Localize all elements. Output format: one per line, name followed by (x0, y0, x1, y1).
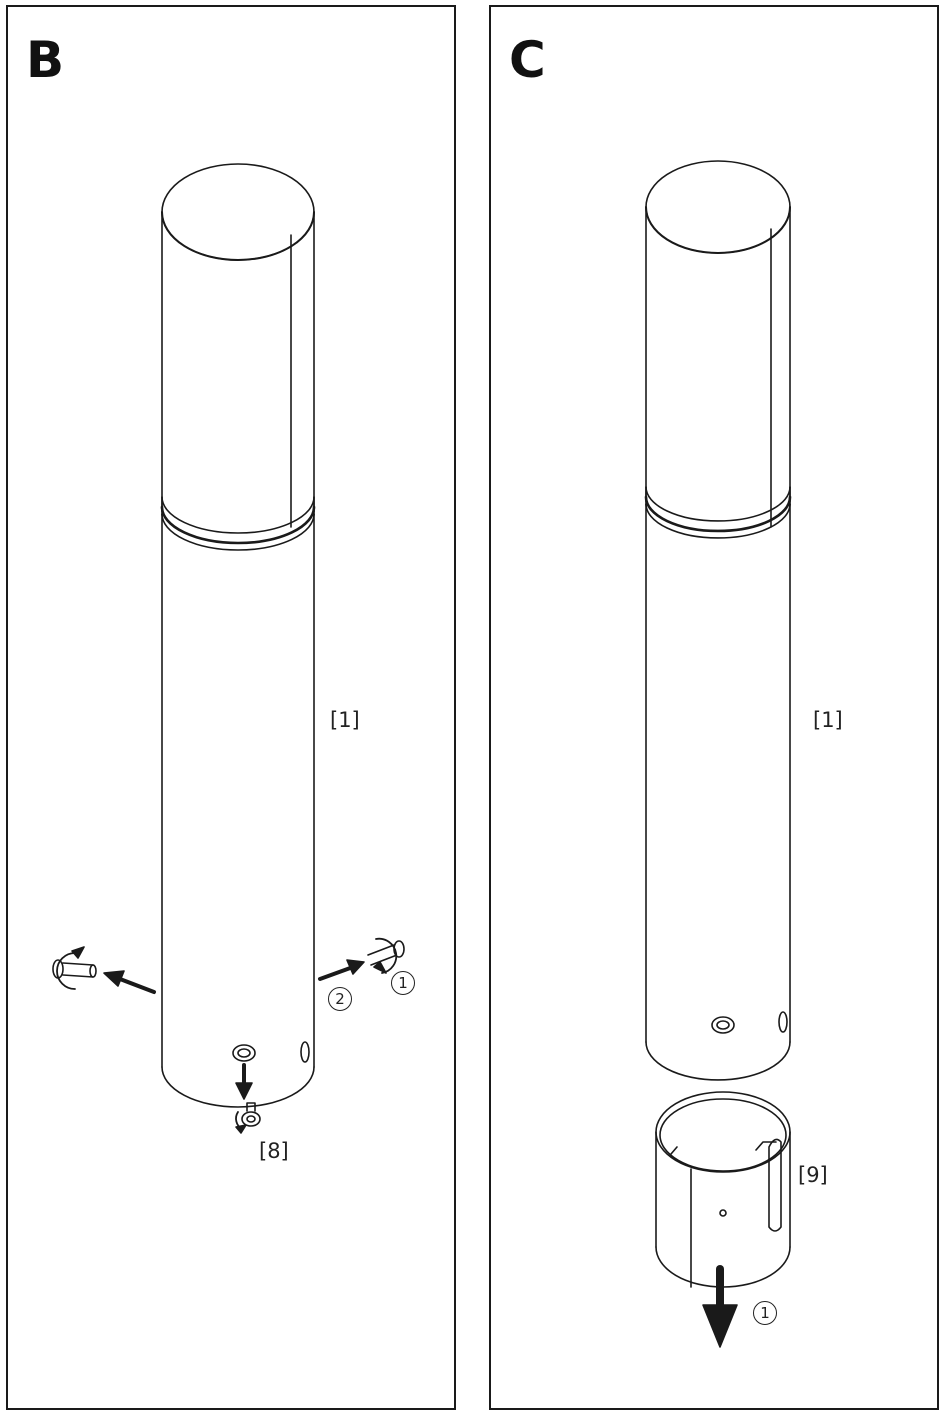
panel-b: B (6, 5, 456, 1410)
side-hole (301, 1042, 309, 1062)
arrow-left (104, 971, 154, 992)
label-screw: [8] (259, 1141, 289, 1162)
ring-mid (646, 497, 790, 531)
step-two-badge: 2 (328, 987, 352, 1011)
step-one-badge: 1 (391, 971, 415, 995)
step-one-badge: 1 (753, 1301, 777, 1325)
arrow-down (703, 1269, 737, 1347)
bollard-drawing-b (8, 7, 458, 1412)
label-sleeve: [9] (798, 1165, 828, 1186)
panel-c: C (489, 5, 939, 1410)
sleeve-9 (656, 1092, 790, 1287)
screw-hole-front (233, 1045, 255, 1061)
screw-left (53, 947, 96, 989)
bollard-drawing-c (491, 7, 941, 1412)
screw-hole (712, 1017, 734, 1033)
side-hole (779, 1012, 787, 1032)
label-body: [1] (330, 710, 360, 731)
label-body: [1] (813, 710, 843, 731)
body-bottom (646, 1042, 790, 1080)
ring-top (646, 487, 790, 521)
screw-right (320, 939, 404, 979)
